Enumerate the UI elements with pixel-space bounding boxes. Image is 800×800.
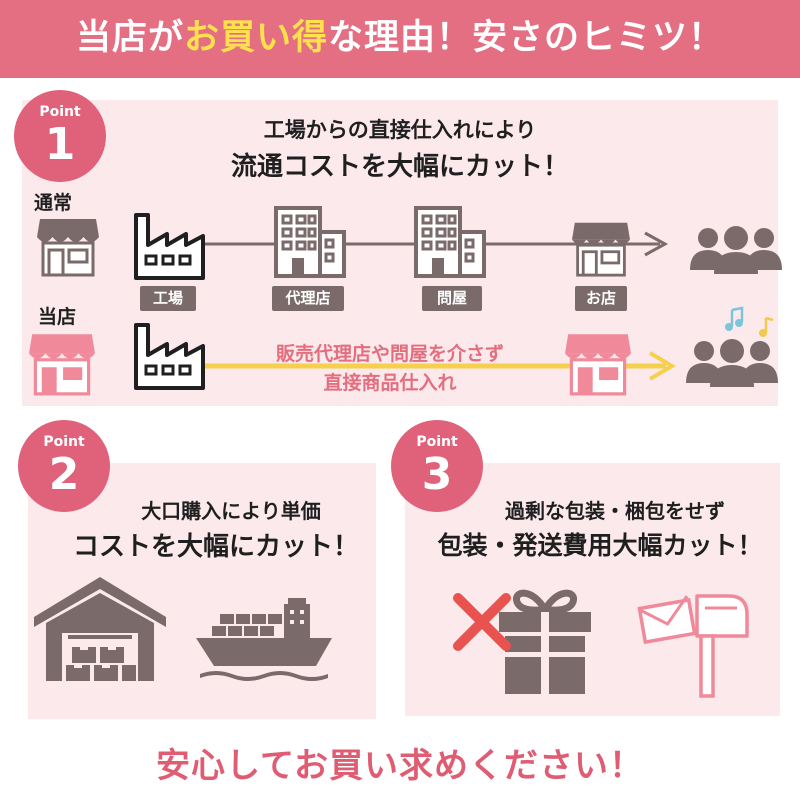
shop-icon — [572, 222, 630, 277]
footer-message: 安心してお買い求めください！ — [156, 746, 644, 786]
header-banner: 当店がお買い得な理由！安さのヒミツ！ — [0, 0, 800, 78]
badge-word: Point — [43, 434, 85, 450]
shop-icon — [37, 219, 99, 277]
point3-badge: Point 3 — [391, 420, 483, 512]
title-part-1: 当店が — [75, 18, 184, 58]
stage-label-wholesaler: 問屋 — [422, 286, 482, 311]
title-accent: お買い得 — [183, 18, 328, 58]
warehouse-icon — [34, 577, 166, 681]
stage-label-agent: 代理店 — [272, 286, 344, 311]
gift-box-icon — [499, 589, 591, 694]
badge-number: 1 — [44, 119, 76, 170]
mailbox-icon — [637, 594, 749, 698]
shop-icon — [29, 334, 95, 396]
point3-heading-line2: 包装・発送費用大幅カット！ — [437, 531, 763, 560]
badge-number: 3 — [421, 449, 453, 500]
music-note-icon — [725, 306, 774, 337]
direct-flow-text-line2: 直接商品仕入れ — [323, 372, 457, 394]
direct-flow-text-line1: 販売代理店や問屋を介さず — [275, 343, 504, 365]
people-icon — [686, 339, 778, 387]
point2-heading-line2: コストを大幅にカット！ — [72, 532, 359, 562]
factory-icon — [134, 323, 205, 390]
point1-badge: Point 1 — [14, 90, 106, 182]
cargo-ship-icon — [196, 598, 332, 681]
row-label-our-store: 当店 — [38, 306, 77, 328]
row-label-normal: 通常 — [34, 192, 73, 214]
page-title: 当店がお買い得な理由！安さのヒミツ！ — [0, 0, 800, 78]
cross-mark-icon — [453, 593, 511, 651]
people-icon — [690, 226, 782, 274]
badge-number: 2 — [48, 449, 80, 500]
shop-icon — [565, 334, 631, 396]
stage-label-store: お店 — [575, 286, 627, 311]
building-icon — [274, 206, 346, 278]
point2-badge: Point 2 — [18, 420, 110, 512]
stage-label-factory: 工場 — [140, 286, 196, 311]
factory-icon — [134, 213, 205, 280]
point2-heading-line1: 大口購入により単価 — [141, 499, 321, 523]
title-part-2: な理由！安さのヒミツ！ — [328, 18, 725, 58]
badge-word: Point — [39, 104, 81, 120]
point3-heading-line1: 過剰な包装・梱包をせず — [505, 499, 725, 523]
point3-panel — [405, 463, 780, 716]
point1-heading-line1: 工場からの直接仕入れにより — [263, 118, 537, 142]
building-icon — [414, 206, 486, 278]
point1-heading-line2: 流通コストを大幅にカット！ — [230, 152, 569, 182]
badge-word: Point — [416, 434, 458, 450]
